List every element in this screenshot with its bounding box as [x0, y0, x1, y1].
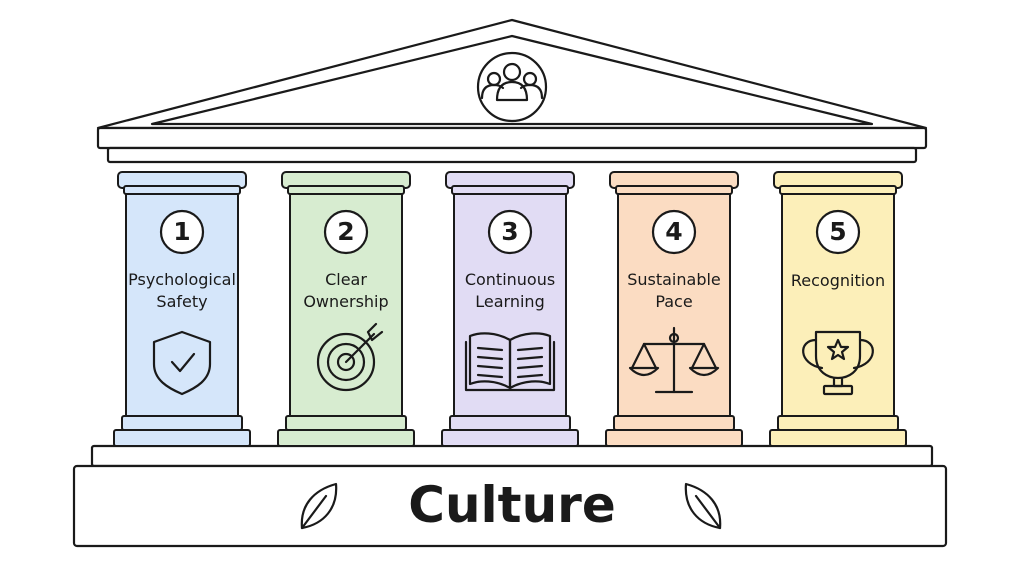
- pillar-4-label: Sustainable Pace: [627, 270, 721, 311]
- base-step-lower: [72, 464, 948, 548]
- shield-check-icon: [152, 330, 212, 396]
- balance-scale-icon: [628, 326, 720, 394]
- pillar-1-label: Psychological Safety: [128, 270, 236, 311]
- pillar-5-label: Recognition: [790, 271, 886, 290]
- architrave: [106, 146, 918, 164]
- pillar-1: [113, 171, 251, 447]
- pillar-3-number: 3: [501, 217, 519, 246]
- pillar-4-number: 4: [665, 217, 683, 246]
- leaf-icon-right: [684, 482, 722, 530]
- pediment-inner: [150, 34, 874, 126]
- leaf-icon-left: [300, 482, 338, 530]
- pillar-1-number: 1: [173, 217, 191, 246]
- open-book-icon: [464, 332, 556, 392]
- trophy-icon: [802, 330, 874, 396]
- pillar-5: [769, 171, 907, 447]
- target-arrow-icon: [316, 322, 384, 392]
- pillar-2-number: 2: [337, 217, 355, 246]
- team-icon: [476, 51, 548, 123]
- base-step-upper: [90, 444, 934, 468]
- pillar-2-label: Clear Ownership: [303, 270, 389, 311]
- foundation-title: Culture: [408, 476, 616, 534]
- pillar-5-number: 5: [829, 217, 847, 246]
- pillar-3: [441, 171, 579, 447]
- roof-beam: [96, 126, 928, 150]
- pillar-3-label: Continuous Learning: [464, 270, 556, 311]
